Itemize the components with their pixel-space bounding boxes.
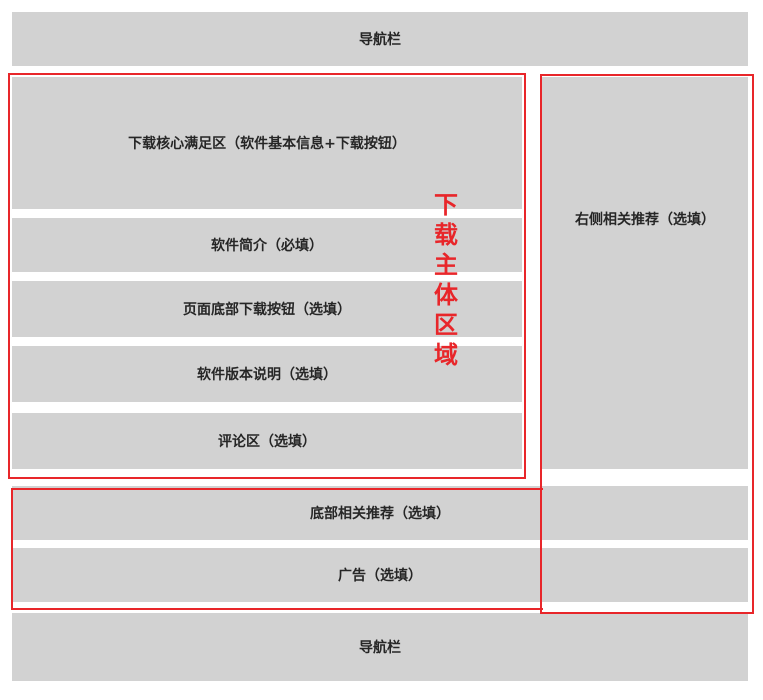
comments-label: 评论区（选填） — [218, 434, 316, 450]
ad-label: 广告（选填） — [338, 568, 422, 584]
main-area-vertical-label: 下 载 主 体 区 域 — [431, 190, 461, 370]
core-download-block: 下载核心满足区（软件基本信息+下载按钮） — [12, 77, 522, 209]
bottom-download-button-label: 页面底部下载按钮（选填） — [183, 302, 351, 318]
top-navbar: 导航栏 — [12, 12, 748, 66]
bottom-navbar-label: 导航栏 — [359, 640, 401, 656]
right-recommendation-label: 右侧相关推荐（选填） — [575, 212, 715, 228]
version-info-block: 软件版本说明（选填） — [12, 346, 522, 402]
main-area-char-6: 域 — [434, 341, 458, 369]
software-intro-block: 软件简介（必填） — [12, 218, 522, 272]
main-area-char-2: 载 — [434, 221, 458, 249]
software-intro-label: 软件简介（必填） — [211, 238, 323, 254]
right-recommendation-block: 右侧相关推荐（选填） — [542, 77, 748, 469]
bottom-recommendation-label: 底部相关推荐（选填） — [310, 506, 450, 522]
version-info-label: 软件版本说明（选填） — [197, 367, 337, 383]
bottom-recommendation-block: 底部相关推荐（选填） — [12, 486, 748, 540]
main-area-char-4: 体 — [434, 281, 458, 309]
comments-block: 评论区（选填） — [12, 413, 522, 469]
main-area-char-5: 区 — [434, 311, 458, 339]
bottom-navbar: 导航栏 — [12, 613, 748, 681]
top-navbar-label: 导航栏 — [359, 32, 401, 48]
main-area-char-1: 下 — [434, 191, 458, 219]
ad-block: 广告（选填） — [12, 548, 748, 602]
main-area-char-3: 主 — [434, 251, 458, 279]
bottom-download-button-block: 页面底部下载按钮（选填） — [12, 281, 522, 337]
core-download-label: 下载核心满足区（软件基本信息+下载按钮） — [128, 136, 406, 152]
